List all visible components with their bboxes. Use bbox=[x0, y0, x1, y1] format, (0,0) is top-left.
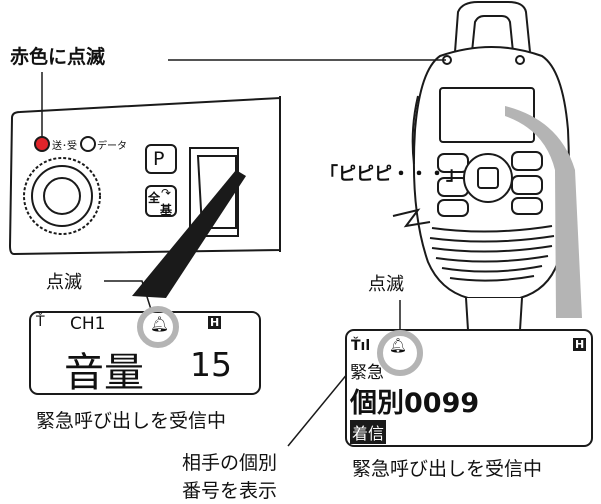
p-button[interactable]: P bbox=[153, 148, 165, 170]
zoom-highlight-right bbox=[505, 106, 582, 318]
signal-bars-icon: Ťıl bbox=[351, 338, 371, 354]
caller-id-callout-1: 相手の個別 bbox=[182, 452, 278, 474]
all-button-label: 全 bbox=[148, 191, 161, 205]
bell-icon-right: 🔔︎ bbox=[389, 338, 407, 354]
volume-value: 15 bbox=[190, 345, 232, 384]
blink-label-left: 点滅 bbox=[46, 272, 82, 293]
beep-spark-icon bbox=[392, 208, 431, 228]
channel-label: CH1 bbox=[70, 314, 106, 334]
caller-id-callout-2: 番号を表示 bbox=[182, 480, 278, 502]
zoom-wedge-left bbox=[132, 170, 246, 298]
individual-id: 個別0099 bbox=[350, 388, 480, 419]
bell-highlight-right bbox=[377, 330, 423, 376]
bell-highlight-left bbox=[137, 306, 179, 348]
right-lcd-frame bbox=[345, 329, 593, 447]
bell-icon: 🔔︎ bbox=[150, 315, 170, 333]
microphone-illustration bbox=[411, 1, 570, 331]
red-blink-callout: 赤色に点滅 bbox=[10, 46, 106, 68]
left-caption: 緊急呼び出しを受信中 bbox=[36, 410, 227, 432]
base-button-label: 基 bbox=[160, 203, 173, 217]
volume-label: 音量 bbox=[64, 350, 144, 396]
beep-callout: 「ピピピ・・・」 bbox=[320, 164, 464, 185]
indicator-send-receive-label: 送･受 bbox=[52, 141, 77, 152]
right-caption: 緊急呼び出しを受信中 bbox=[352, 458, 543, 480]
antenna-icon: Ť bbox=[36, 314, 45, 330]
indicator-data-label: データ bbox=[97, 141, 127, 152]
swap-arrow-icon: ↷ bbox=[161, 186, 172, 200]
incoming-status: 着信 bbox=[350, 420, 387, 444]
h-indicator-right: H bbox=[573, 338, 587, 351]
blink-label-right: 点滅 bbox=[368, 274, 404, 295]
h-indicator: H bbox=[208, 316, 222, 329]
emergency-label: 緊急 bbox=[350, 363, 384, 383]
